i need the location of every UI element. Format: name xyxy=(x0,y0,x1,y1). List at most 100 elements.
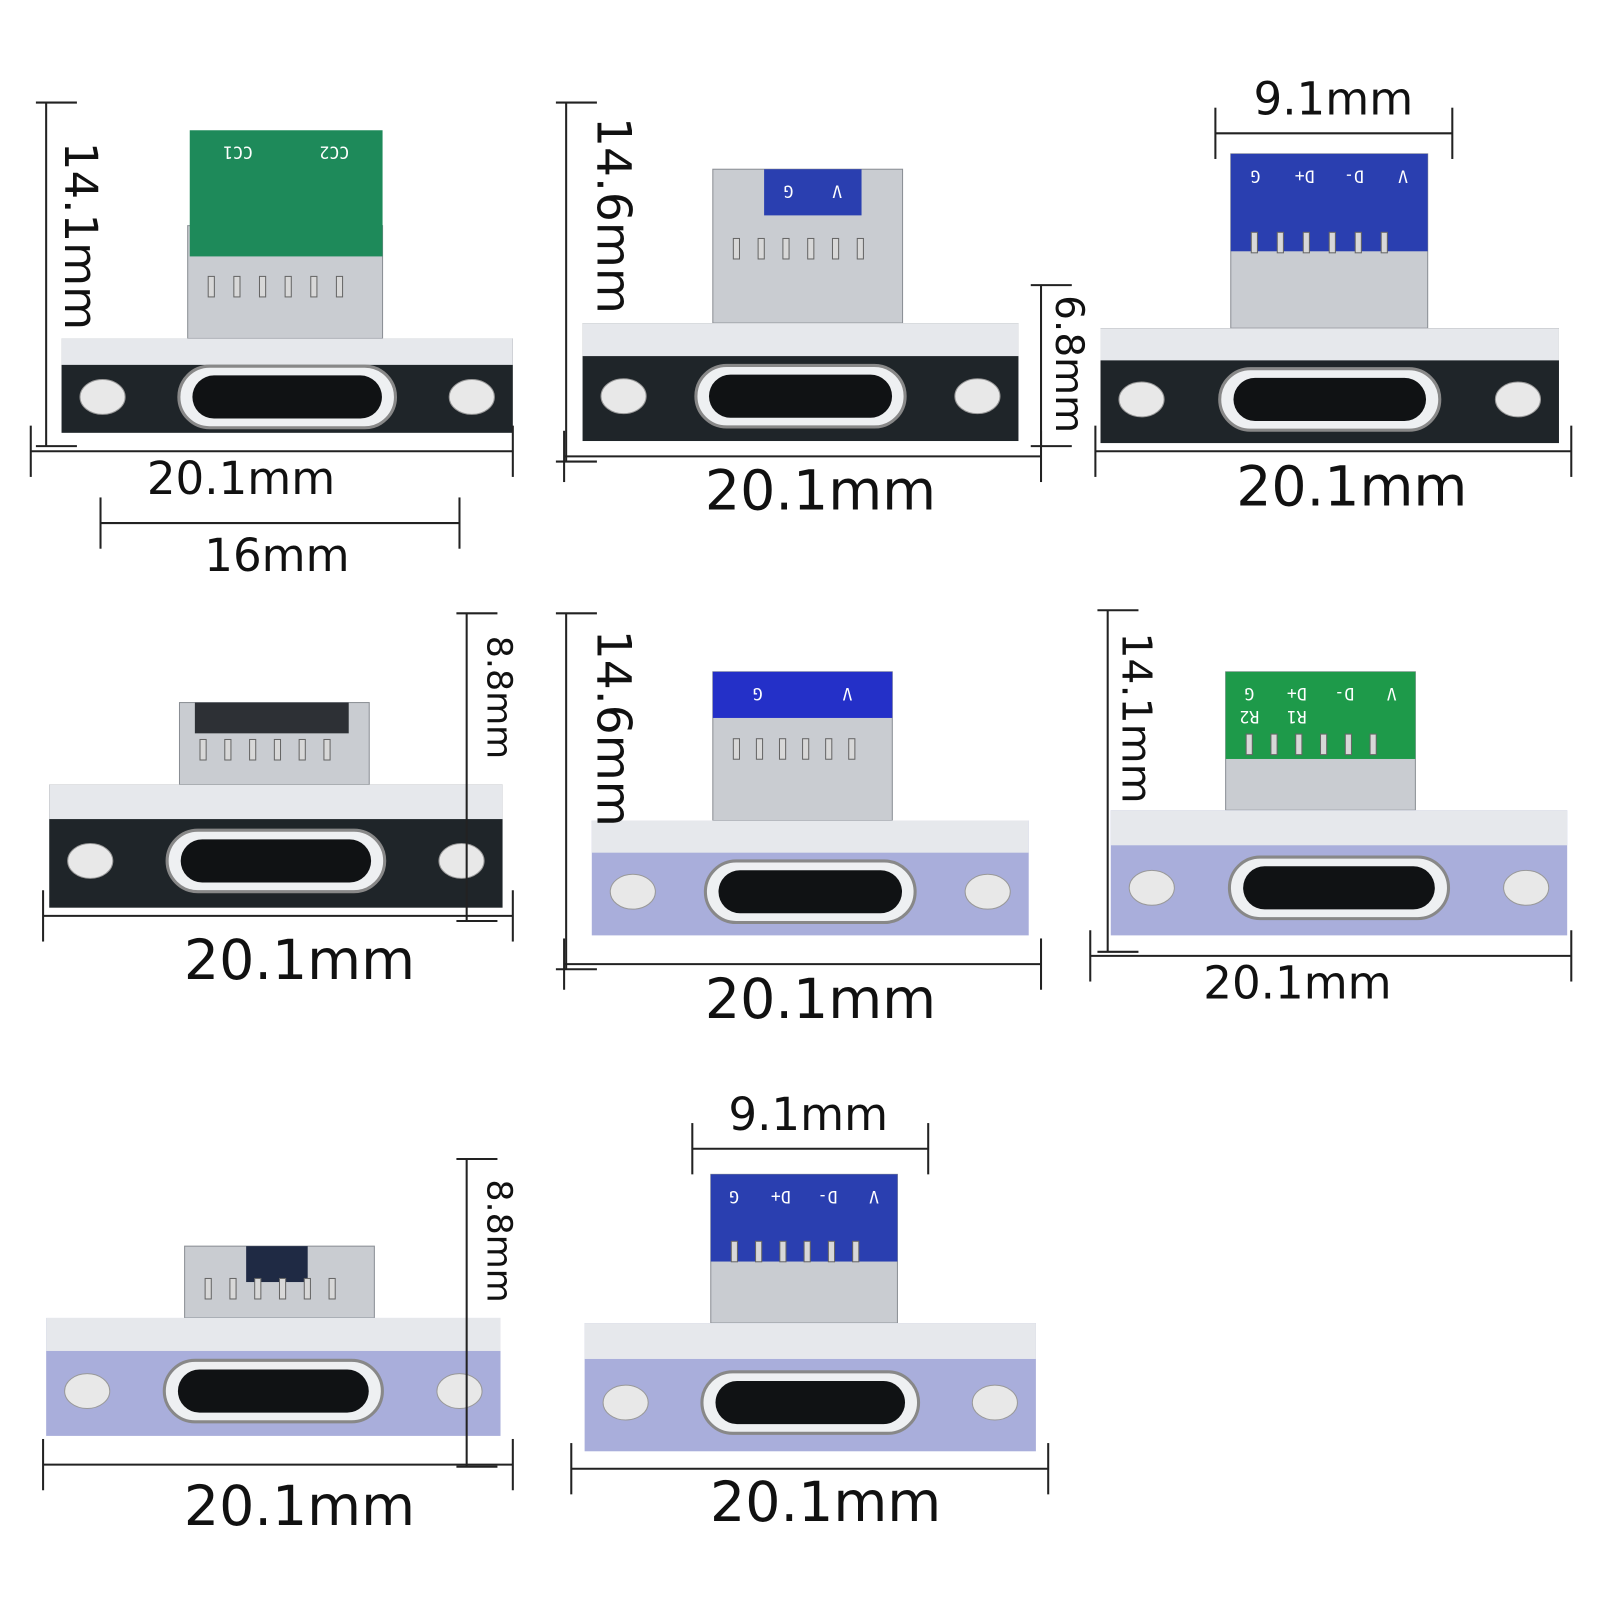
dimension-label-width: 20.1mm xyxy=(710,1471,941,1535)
flange-top-face xyxy=(591,820,1029,853)
dimension-label-width: 20.1mm xyxy=(147,452,335,505)
solder-pin xyxy=(1245,733,1253,756)
solder-pin xyxy=(199,738,207,761)
pcb-label: CC2 xyxy=(320,143,350,162)
solder-pin xyxy=(1369,733,1377,756)
mounting-hole xyxy=(438,842,485,879)
solder-pin xyxy=(258,275,267,298)
dimension-label-height: 14.1mm xyxy=(54,142,107,330)
solder-pin xyxy=(1328,231,1336,254)
solder-pin xyxy=(755,738,764,760)
solder-pin xyxy=(1276,231,1284,254)
mounting-hole xyxy=(600,378,647,415)
solder-pin xyxy=(278,1277,287,1300)
flange-top-face xyxy=(584,1323,1036,1359)
solder-pin xyxy=(755,1240,763,1263)
pcb-label: CC1 xyxy=(223,143,253,162)
pcb-label: G xyxy=(729,1187,739,1206)
pcb-board xyxy=(764,169,862,216)
mounting-hole xyxy=(64,1373,111,1410)
solder-pin xyxy=(249,738,257,761)
usb-c-port-opening xyxy=(715,1381,906,1425)
solder-pin xyxy=(335,275,344,298)
mounting-hole xyxy=(79,379,126,415)
dimension-label-width: 20.1mm xyxy=(184,1475,415,1539)
solder-pin xyxy=(1270,733,1278,756)
usb-c-port-opening xyxy=(708,374,893,418)
solder-pin xyxy=(1344,733,1352,756)
solder-pin xyxy=(807,237,815,260)
dimension-label-flange-height: 6.8mm xyxy=(1046,295,1091,433)
mounting-hole xyxy=(1494,381,1542,418)
solder-pin xyxy=(782,237,790,260)
dimension-label-width: 20.1mm xyxy=(1203,957,1391,1010)
dimension-label-width: 20.1mm xyxy=(184,929,415,993)
dimension-label-height: 14.6mm xyxy=(585,630,640,827)
mounting-hole xyxy=(1503,869,1550,906)
solder-pin xyxy=(229,1277,237,1300)
pcb-board xyxy=(712,671,893,718)
mounting-hole xyxy=(954,378,1001,415)
dimension-label-height: 14.6mm xyxy=(585,117,640,314)
dimension-label-width: 20.1mm xyxy=(705,459,936,523)
solder-pin xyxy=(732,237,740,260)
usb-c-port-opening xyxy=(1233,377,1427,421)
flange-top-face xyxy=(61,338,513,365)
mounting-hole xyxy=(436,1373,483,1410)
dimension-label-width: 20.1mm xyxy=(705,968,936,1032)
pcb-label: G xyxy=(1250,166,1260,185)
solder-pin xyxy=(284,275,292,298)
solder-pin xyxy=(298,738,306,761)
solder-pin xyxy=(1354,231,1362,254)
flange-top-face xyxy=(1110,810,1568,846)
connector-p1: CC1 CC2 14.1mm 20.1mm 16mm xyxy=(29,101,514,582)
solder-pin xyxy=(778,738,787,760)
pcb-label: V xyxy=(842,684,852,703)
solder-pin xyxy=(848,738,856,760)
usb-c-port-opening xyxy=(1243,866,1435,910)
solder-pin xyxy=(831,237,840,260)
flange-top-face xyxy=(582,323,1019,357)
solder-pin xyxy=(803,1240,811,1263)
pcb-label: D+ xyxy=(771,1187,791,1206)
solder-pin xyxy=(779,1240,787,1263)
dimension-label-hole-spacing: 16mm xyxy=(204,529,349,582)
dimension-label-width: 20.1mm xyxy=(1236,455,1467,519)
mounting-hole xyxy=(609,873,656,910)
dimension-label-pcb-width: 9.1mm xyxy=(728,1088,888,1141)
flange-top-face xyxy=(46,1317,501,1351)
solder-pin xyxy=(732,738,740,760)
pcb-label: V xyxy=(1387,684,1397,703)
solder-pin xyxy=(224,738,232,761)
solder-pin xyxy=(1295,733,1303,756)
pcb-label: D- xyxy=(1334,684,1354,703)
solder-pin xyxy=(757,237,765,260)
solder-pin xyxy=(1380,231,1388,254)
pcb-label: D+ xyxy=(1295,166,1315,185)
pcb-label: D- xyxy=(1344,166,1364,185)
usb-c-port-opening xyxy=(192,375,382,419)
solder-pin xyxy=(204,1277,212,1300)
solder-pin xyxy=(273,738,282,761)
solder-pin xyxy=(827,1240,836,1263)
solder-pin xyxy=(852,1240,860,1263)
solder-pin xyxy=(254,1277,262,1300)
pcb-label: D+ xyxy=(1287,684,1307,703)
mounting-hole xyxy=(448,379,495,415)
mounting-hole xyxy=(1128,869,1175,906)
solder-pin xyxy=(328,1277,336,1300)
solder-pin xyxy=(802,738,810,760)
usb-c-port-opening xyxy=(180,839,372,883)
solder-pin xyxy=(825,738,833,760)
pcb-label: V xyxy=(1398,166,1408,185)
pcb-label: G xyxy=(1244,684,1254,703)
solder-pin xyxy=(1302,231,1310,254)
solder-pin xyxy=(310,275,318,298)
mounting-hole xyxy=(602,1384,649,1421)
pcb-label: V xyxy=(832,182,842,201)
solder-pin xyxy=(323,738,331,761)
